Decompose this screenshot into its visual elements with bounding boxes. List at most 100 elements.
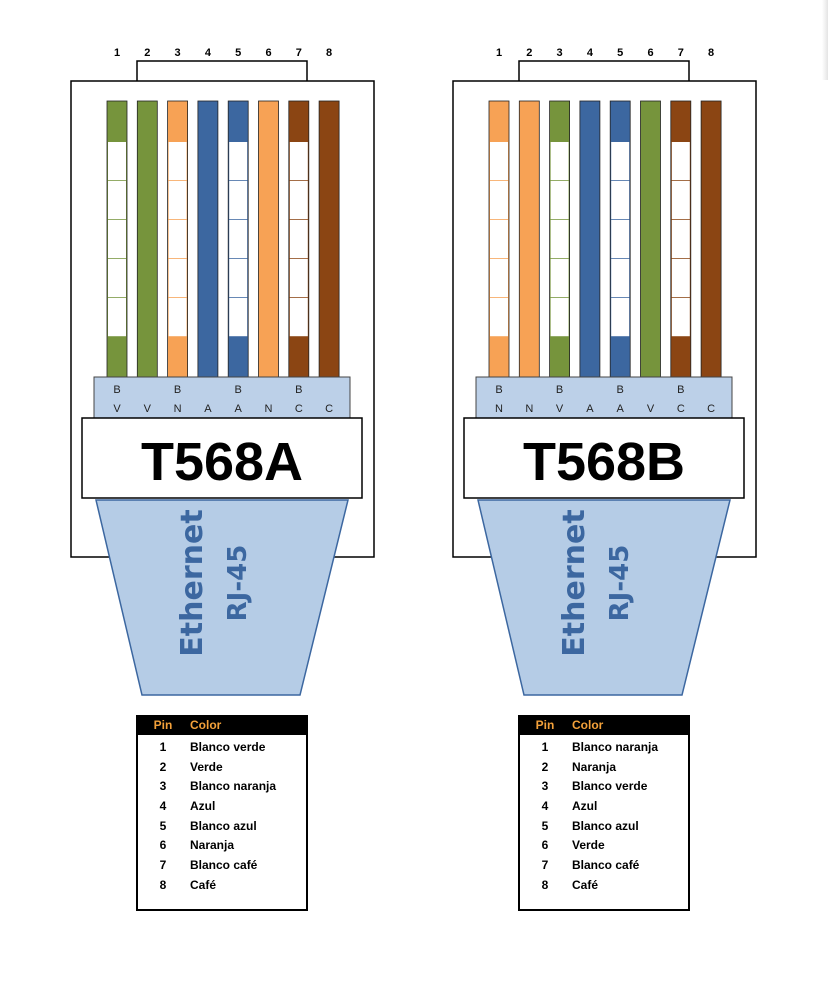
wire-2 — [136, 100, 158, 378]
wire-white-stripe — [229, 220, 248, 259]
wire-6 — [258, 100, 279, 378]
wire-code-bottom: N — [174, 403, 182, 415]
row-pin: 6 — [159, 838, 167, 853]
row-color: Café — [572, 877, 599, 892]
connector-t568b: 12345678BBBBBNNBVABAVBCCEthernetRJ-45T56… — [452, 47, 757, 696]
wire-white-stripe — [611, 142, 630, 181]
wire-white-stripe — [108, 220, 126, 259]
wire-white-stripe — [229, 142, 248, 181]
pin-number: 1 — [496, 47, 502, 59]
wire-white-stripe — [490, 259, 508, 298]
row-pin: 6 — [541, 838, 549, 853]
table-row: 5 Blanco azul — [520, 816, 688, 836]
wire-code-top: B — [235, 384, 242, 396]
wire-code-bottom: A — [235, 403, 243, 415]
wire-white-stripe — [229, 259, 248, 298]
wire-code-top: B — [677, 384, 684, 396]
wire-4 — [579, 100, 601, 378]
row-pin: 3 — [541, 779, 549, 794]
pin-number: 7 — [678, 47, 684, 59]
table-header: Pin Color — [138, 715, 306, 735]
wire-white-stripe — [289, 220, 308, 259]
standard-title: T568B — [523, 432, 685, 492]
header-pin: Pin — [153, 718, 173, 732]
wire-white-stripe — [611, 259, 630, 298]
wire-white-stripe — [490, 220, 508, 259]
wire-white-stripe — [490, 298, 508, 337]
pin-number: 2 — [144, 47, 150, 59]
wire-code-bottom: V — [556, 403, 564, 415]
table-row: 6 Verde — [520, 835, 688, 855]
boot-label-ethernet: Ethernet — [557, 509, 592, 656]
wire-white-stripe — [229, 181, 248, 220]
row-pin: 7 — [159, 857, 167, 872]
connector-t568a: 12345678BBBBBVVBNABANBCCEthernetRJ-45T56… — [70, 47, 375, 696]
row-color: Blanco verde — [572, 779, 648, 794]
row-color: Verde — [572, 838, 605, 853]
pin-number: 4 — [587, 47, 594, 59]
row-pin: 2 — [159, 759, 167, 774]
wire-white-stripe — [550, 142, 569, 181]
row-color: Blanco naranja — [190, 779, 277, 794]
wire-white-stripe — [671, 298, 690, 337]
wire-white-stripe — [671, 259, 690, 298]
table-row: 3 Blanco verde — [520, 776, 688, 796]
wire-white-stripe — [168, 181, 187, 220]
wire-code-bottom: C — [325, 403, 333, 415]
wire-white-stripe — [490, 181, 508, 220]
row-color: Blanco azul — [190, 818, 257, 833]
row-color: Blanco naranja — [572, 739, 659, 754]
wire-white-stripe — [289, 259, 308, 298]
row-pin: 5 — [541, 818, 549, 833]
wire-white-stripe — [671, 142, 690, 181]
wire-code-bottom: V — [144, 403, 152, 415]
wire-white-stripe — [611, 298, 630, 337]
cable-boot — [477, 499, 731, 696]
wire-2 — [518, 100, 540, 378]
connector-latch — [518, 60, 690, 81]
pin-number: 4 — [205, 47, 212, 59]
wire-8 — [700, 100, 722, 378]
pin-number: 6 — [647, 47, 653, 59]
pin-number: 8 — [326, 47, 332, 59]
title-plate — [463, 417, 745, 499]
connector-latch — [136, 60, 308, 81]
wire-code-bottom: N — [495, 403, 503, 415]
wire-white-stripe — [108, 142, 126, 181]
wire-white-stripe — [671, 181, 690, 220]
wire-code-bottom: C — [677, 403, 685, 415]
wire-white-stripe — [108, 259, 126, 298]
row-color: Blanco azul — [572, 818, 639, 833]
wire-white-stripe — [289, 298, 308, 337]
pin-number: 5 — [617, 47, 623, 59]
wire-code-bottom: N — [265, 403, 273, 415]
wire-code-strip — [93, 376, 351, 419]
row-color: Blanco verde — [190, 739, 266, 754]
wire-white-stripe — [289, 142, 308, 181]
wire-code-bottom: A — [586, 403, 594, 415]
wire-code-bottom: N — [525, 403, 533, 415]
boot-label-ethernet: Ethernet — [175, 509, 210, 656]
wire-white-stripe — [168, 298, 187, 337]
header-pin: Pin — [535, 718, 555, 732]
wire-code-top: B — [295, 384, 302, 396]
row-pin: 1 — [159, 739, 167, 754]
wire-white-stripe — [550, 298, 569, 337]
header-color: Color — [190, 718, 222, 732]
wire-code-top: B — [174, 384, 181, 396]
pin-number: 1 — [114, 47, 120, 59]
wire-code-strip — [475, 376, 733, 419]
wire-white-stripe — [611, 181, 630, 220]
wire-white-stripe — [229, 298, 248, 337]
row-color: Naranja — [572, 759, 617, 774]
